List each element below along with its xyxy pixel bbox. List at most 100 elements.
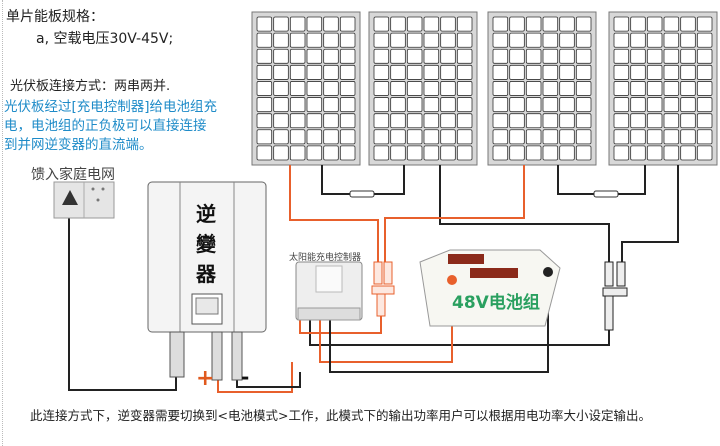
solar-cell [630, 48, 646, 64]
solar-cell [696, 129, 713, 145]
wire-series-2 [557, 165, 646, 195]
solar-cell [423, 129, 440, 145]
solar-cell [559, 64, 575, 80]
description-line-1: 光伏板经过[充电控制器]给电池组充 [4, 99, 218, 115]
solar-cell [373, 113, 390, 129]
solar-cell [680, 64, 696, 80]
solar-cell [423, 16, 440, 32]
solar-cell [559, 113, 575, 129]
solar-cell [456, 32, 473, 48]
solar-cell [390, 97, 406, 113]
solar-cell [390, 113, 406, 129]
solar-cell [306, 113, 323, 129]
solar-cell [542, 48, 559, 64]
wire-pos-combined [299, 316, 382, 334]
solar-cell [663, 129, 680, 145]
solar-cell [575, 129, 592, 145]
solar-cell [663, 48, 680, 64]
solar-cell [390, 16, 406, 32]
solar-cell [525, 48, 542, 64]
solar-cell [323, 129, 339, 145]
controller-label: 太阳能充电控制器 [289, 253, 362, 263]
solar-cell [542, 145, 559, 161]
solar-cell [373, 16, 390, 32]
solar-cell [613, 16, 630, 32]
wire-pos-panel3 [384, 165, 525, 262]
solar-cell [542, 81, 559, 96]
spec-title: 单片能板规格： [6, 9, 104, 25]
solar-cell [323, 145, 339, 161]
solar-cell [646, 16, 663, 32]
solar-cell [542, 113, 559, 129]
solar-cell [509, 113, 525, 129]
solar-cell [575, 16, 592, 32]
solar-cell [306, 129, 323, 145]
solar-cell [273, 113, 289, 129]
solar-cell [696, 97, 713, 113]
solar-cell [646, 48, 663, 64]
solar-cell [663, 97, 680, 113]
solar-cell [646, 64, 663, 80]
solar-cell [256, 113, 273, 129]
solar-cell [323, 113, 339, 129]
solar-cell [680, 16, 696, 32]
solar-cell [339, 129, 356, 145]
solar-cell [339, 81, 356, 96]
solar-cell [289, 145, 306, 161]
solar-cell [373, 64, 390, 80]
solar-cell [423, 113, 440, 129]
description-line-2: 电，电池组的正负极可以直接连接 [4, 118, 207, 134]
solar-cell [373, 32, 390, 48]
wire-grid [68, 218, 177, 391]
solar-cell [306, 48, 323, 64]
solar-cell [273, 16, 289, 32]
solar-cell [525, 113, 542, 129]
solar-cell [390, 32, 406, 48]
solar-cell [390, 64, 406, 80]
solar-cell [289, 113, 306, 129]
solar-cell [542, 129, 559, 145]
solar-cell [423, 32, 440, 48]
solar-cell [273, 97, 289, 113]
grid-label: 馈入家庭电网 [31, 167, 115, 183]
solar-cell [696, 64, 713, 80]
solar-cell [542, 32, 559, 48]
solar-cell [256, 48, 273, 64]
solar-cell [289, 81, 306, 96]
solar-cell [256, 16, 273, 32]
solar-cell [613, 32, 630, 48]
solar-cell [542, 97, 559, 113]
solar-cell [256, 81, 273, 96]
solar-cell [406, 48, 423, 64]
solar-cell [273, 145, 289, 161]
solar-cell [423, 145, 440, 161]
solar-cell [613, 48, 630, 64]
solar-cell [306, 145, 323, 161]
battery-label: 48V电池组 [452, 293, 540, 313]
solar-cell [646, 129, 663, 145]
inverter-label-3: 器 [196, 262, 216, 286]
solar-cell [559, 97, 575, 113]
wire-batt-neg [329, 272, 549, 373]
solar-cell [373, 81, 390, 96]
solar-cell [696, 32, 713, 48]
solar-cell [492, 16, 509, 32]
solar-cell [696, 48, 713, 64]
solar-cell [440, 48, 456, 64]
solar-cell [406, 97, 423, 113]
solar-cell [289, 64, 306, 80]
solar-cell [373, 129, 390, 145]
solar-cell [323, 64, 339, 80]
solar-cell [509, 32, 525, 48]
solar-cell [575, 97, 592, 113]
solar-cell [440, 97, 456, 113]
solar-cell [613, 97, 630, 113]
solar-cell [509, 16, 525, 32]
solar-cell [406, 32, 423, 48]
solar-cell [525, 64, 542, 80]
solar-cell [509, 81, 525, 96]
series-connector-1 [349, 190, 375, 198]
solar-cell [440, 129, 456, 145]
negative-sign: - [241, 365, 250, 389]
footer-note: 此连接方式下，逆变器需要切换到<电池模式>工作，此模式下的输出功率用户可以根据用… [30, 408, 651, 423]
